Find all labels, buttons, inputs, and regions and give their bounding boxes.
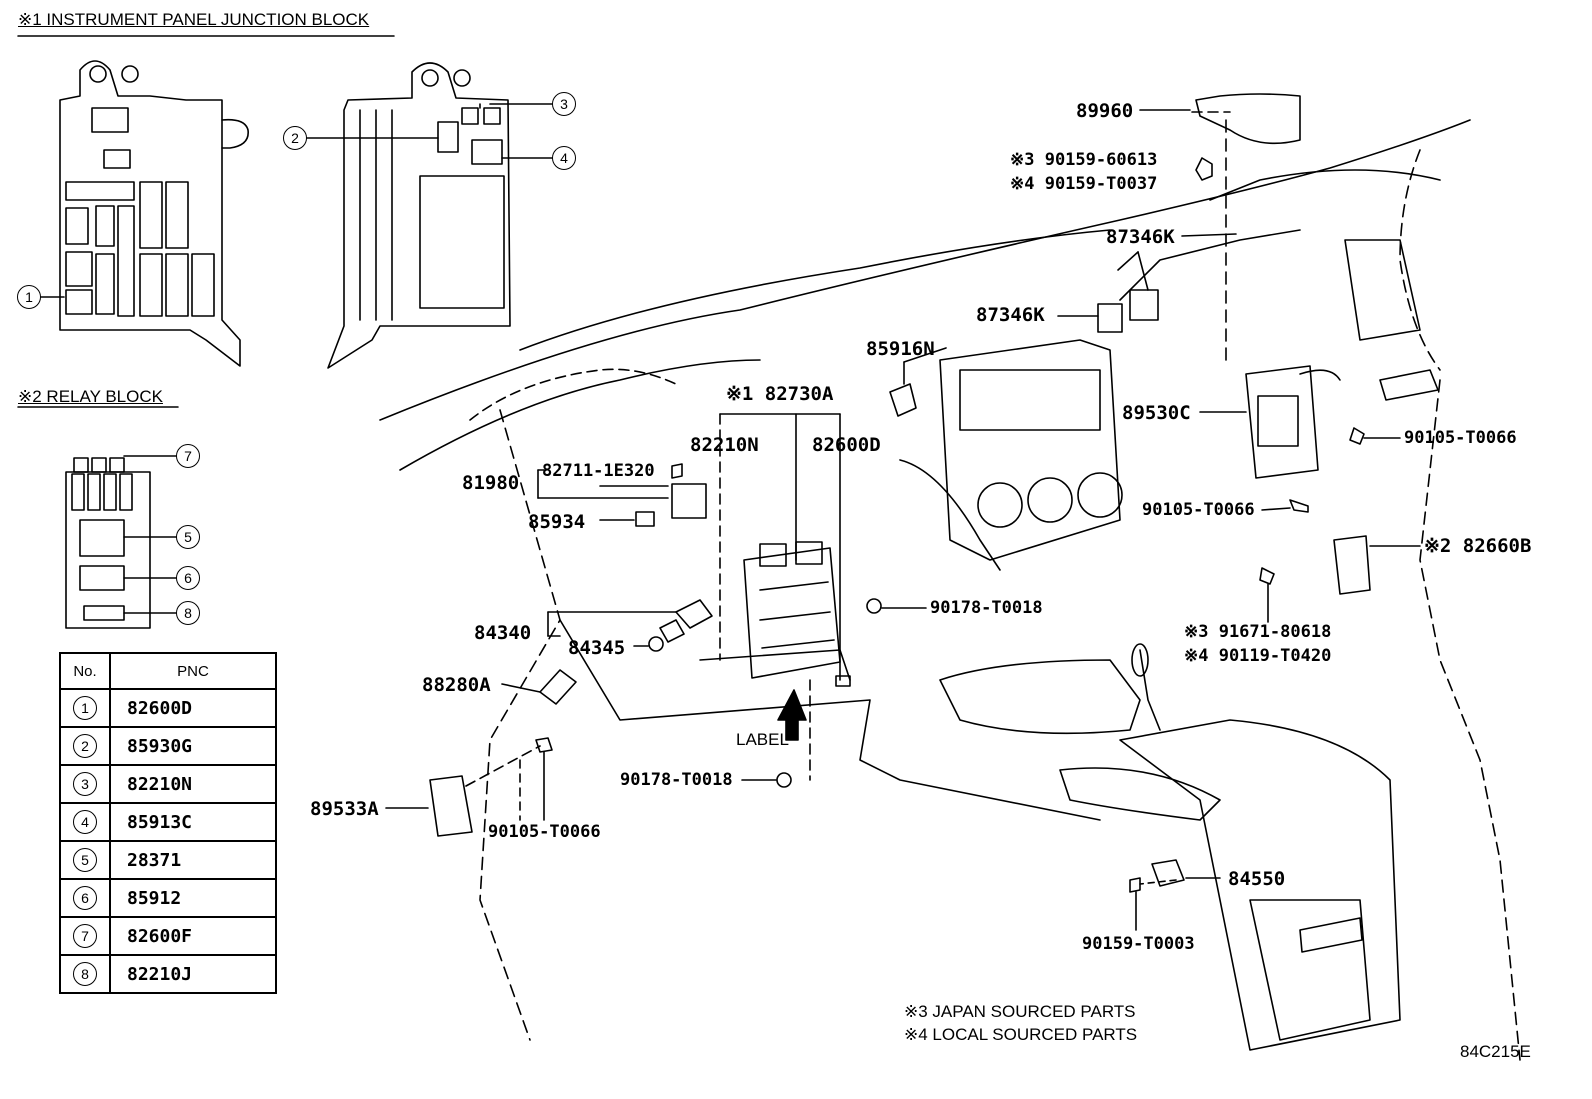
part-90119-t0420[interactable]: ※4 90119-T0420 <box>1184 646 1332 666</box>
junction-block-header: ※1 INSTRUMENT PANEL JUNCTION BLOCK <box>18 10 370 29</box>
table-row: 4 85913C <box>59 802 277 842</box>
table-row: 1 82600D <box>59 688 277 728</box>
part-82660b[interactable]: ※2 82660B <box>1424 535 1532 557</box>
row-number: 1 <box>73 696 97 720</box>
row-number: 4 <box>73 810 97 834</box>
col-pnc-header: PNC <box>109 652 277 690</box>
row-pnc: 82600F <box>109 916 277 956</box>
part-90178-t0018-upper[interactable]: 90178-T0018 <box>930 598 1043 618</box>
part-87346k-upper[interactable]: 87346K <box>1106 226 1175 248</box>
part-89533a[interactable]: 89533A <box>310 798 379 820</box>
callout-3: 3 <box>552 92 576 116</box>
part-82730a[interactable]: ※1 82730A <box>726 383 834 405</box>
callout-7: 7 <box>176 444 200 468</box>
part-90178-t0018-lower[interactable]: 90178-T0018 <box>620 770 733 790</box>
part-89530c[interactable]: 89530C <box>1122 402 1191 424</box>
table-row: 8 82210J <box>59 954 277 994</box>
callout-1: 1 <box>17 285 41 309</box>
table-row: 3 82210N <box>59 764 277 804</box>
row-number: 8 <box>73 962 97 986</box>
part-88280a[interactable]: 88280A <box>422 674 491 696</box>
label-note: LABEL <box>736 730 789 749</box>
junction-block-side <box>327 62 511 369</box>
callout-4: 4 <box>552 146 576 170</box>
part-84340[interactable]: 84340 <box>474 622 532 644</box>
footnote-local: ※4 LOCAL SOURCED PARTS <box>904 1025 1138 1044</box>
relay-block-header: ※2 RELAY BLOCK <box>18 387 163 406</box>
row-number: 6 <box>73 886 97 910</box>
part-90105-t0066-upper[interactable]: 90105-T0066 <box>1404 428 1517 448</box>
callout-2: 2 <box>283 126 307 150</box>
dashboard-outline <box>379 119 1521 1061</box>
table-header-row: No. PNC <box>59 652 277 690</box>
part-85934[interactable]: 85934 <box>528 511 586 533</box>
row-number: 2 <box>73 734 97 758</box>
part-90159-t0037[interactable]: ※4 90159-T0037 <box>1010 174 1158 194</box>
part-82210n[interactable]: 82210N <box>690 434 759 456</box>
row-pnc: 28371 <box>109 840 277 880</box>
row-pnc: 82600D <box>109 688 277 728</box>
part-90105-t0066-lower[interactable]: 90105-T0066 <box>488 822 601 842</box>
part-82711-1e320[interactable]: 82711-1E320 <box>542 461 655 481</box>
part-90105-t0066-mid[interactable]: 90105-T0066 <box>1142 500 1255 520</box>
part-82600d[interactable]: 82600D <box>812 434 881 456</box>
row-pnc: 82210N <box>109 764 277 804</box>
diagram-code: 84C215E <box>1460 1042 1531 1061</box>
component-sketches <box>385 93 1421 931</box>
row-number: 7 <box>73 924 97 948</box>
row-number: 5 <box>73 848 97 872</box>
callout-8: 8 <box>176 601 200 625</box>
part-85916n[interactable]: 85916N <box>866 338 935 360</box>
table-row: 5 28371 <box>59 840 277 880</box>
table-row: 6 85912 <box>59 878 277 918</box>
relay-block-drawing <box>65 455 177 629</box>
table-row: 2 85930G <box>59 726 277 766</box>
junction-block-front <box>59 60 249 367</box>
row-number: 3 <box>73 772 97 796</box>
part-90159-60613[interactable]: ※3 90159-60613 <box>1010 150 1158 170</box>
part-89960[interactable]: 89960 <box>1076 100 1134 122</box>
row-pnc: 85912 <box>109 878 277 918</box>
callout-5: 5 <box>176 525 200 549</box>
callout-6: 6 <box>176 566 200 590</box>
row-pnc: 82210J <box>109 954 277 994</box>
col-no-header: No. <box>59 652 111 690</box>
part-90159-t0003[interactable]: 90159-T0003 <box>1082 934 1195 954</box>
part-84345[interactable]: 84345 <box>568 637 626 659</box>
part-84550[interactable]: 84550 <box>1228 868 1286 890</box>
part-87346k-lower[interactable]: 87346K <box>976 304 1045 326</box>
row-pnc: 85913C <box>109 802 277 842</box>
part-91671-80618[interactable]: ※3 91671-80618 <box>1184 622 1332 642</box>
part-81980[interactable]: 81980 <box>462 472 520 494</box>
row-pnc: 85930G <box>109 726 277 766</box>
footnote-japan: ※3 JAPAN SOURCED PARTS <box>904 1002 1136 1021</box>
table-row: 7 82600F <box>59 916 277 956</box>
